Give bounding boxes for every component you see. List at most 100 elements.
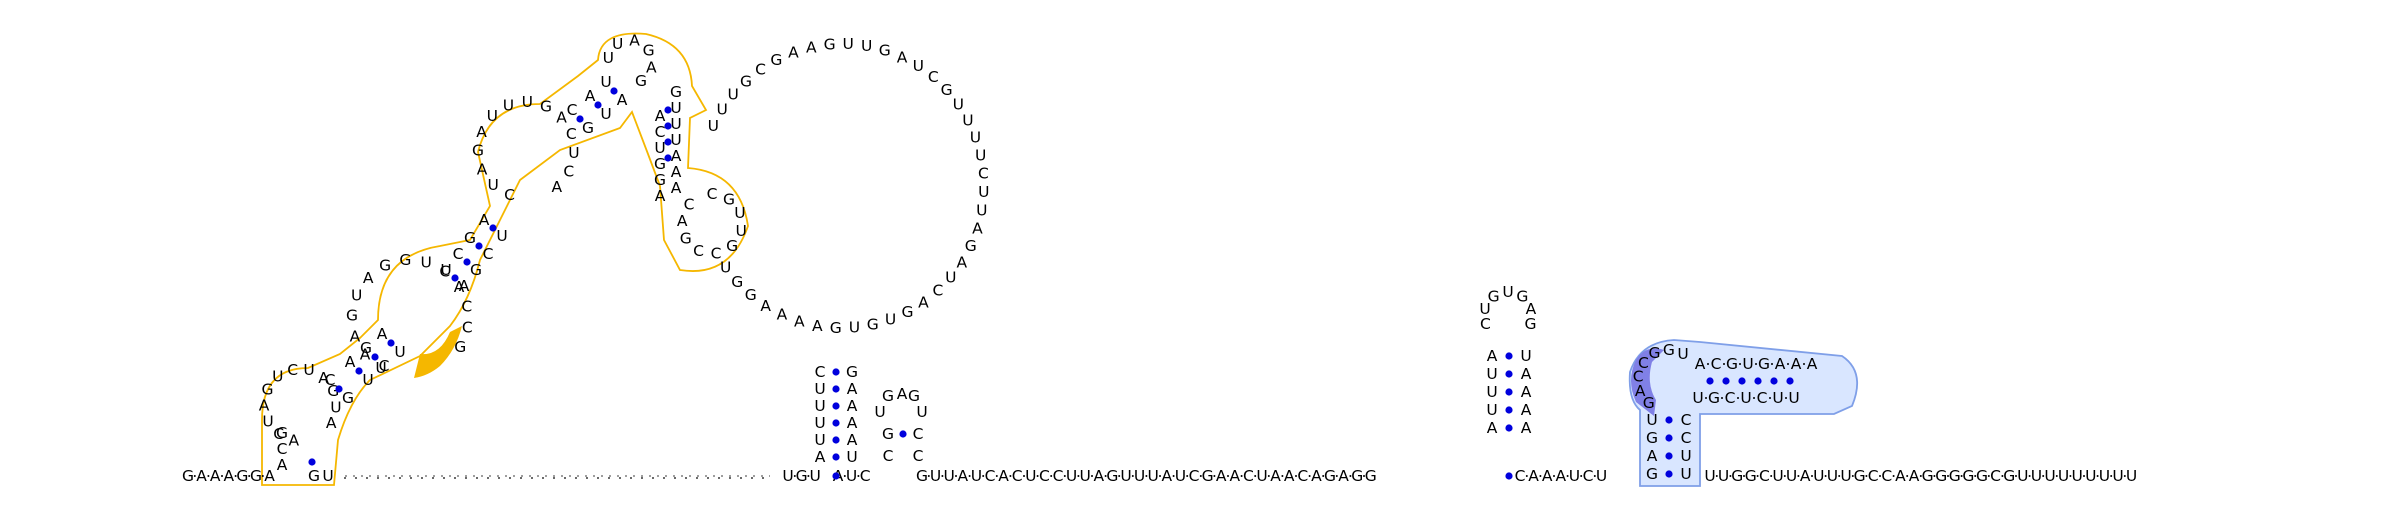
gap-dot <box>487 477 489 479</box>
gap-dot <box>520 477 522 479</box>
tail-nt: G <box>1854 467 1866 485</box>
tail-nt: U <box>1569 467 1580 485</box>
backbone-dot <box>1009 475 1012 477</box>
loop3-nt: U <box>522 93 533 111</box>
tail-nt: C <box>1053 467 1064 485</box>
backbone-dot <box>1787 363 1789 365</box>
base-pair-dot <box>1665 470 1673 478</box>
backbone-dot <box>1785 397 1787 399</box>
backbone-dot <box>1023 475 1025 477</box>
big-loop-nt: A <box>918 293 929 311</box>
backbone-dot <box>1566 475 1569 477</box>
tail-nt: A <box>1284 467 1295 485</box>
five-prime-nt: A <box>223 467 234 485</box>
big-loop-nt: U <box>720 258 731 276</box>
backbone-dot <box>2042 475 2045 477</box>
backbone-dot <box>2096 475 2099 477</box>
backbone-dot <box>1077 475 1080 477</box>
big-loop-nt: G <box>879 42 891 60</box>
big-loop-nt: U <box>953 96 964 114</box>
linker-nt: G <box>796 467 808 485</box>
five-prime-nt: A <box>210 467 221 485</box>
gap-dot <box>707 477 709 479</box>
loop5-nt: C <box>707 185 718 203</box>
stem-nt: U <box>670 99 681 117</box>
loop4-nt: G <box>635 72 647 90</box>
stem-nt: C <box>453 245 464 263</box>
backbone-dot <box>1145 475 1148 477</box>
backbone-dot <box>1240 475 1243 477</box>
backbone-dot <box>1721 397 1723 399</box>
base-pair-dot <box>387 339 395 347</box>
tail-nt: A <box>1338 467 1349 485</box>
tail-nt: G <box>1731 467 1743 485</box>
base-pair-dot <box>463 258 471 266</box>
stem-nt: A <box>585 87 596 105</box>
backbone-dot <box>1879 475 1881 477</box>
big-loop-nt: G <box>830 319 842 337</box>
backbone-dot <box>1770 475 1773 477</box>
hp-right-loop-nt: G <box>1643 394 1655 412</box>
big-loop-nt: U <box>975 146 986 164</box>
tail-nt: C <box>1297 467 1308 485</box>
hp-small-nt: C <box>883 447 894 465</box>
backbone-dot <box>807 475 810 477</box>
tail-nt: A <box>1270 467 1281 485</box>
backbone-dot <box>1755 363 1757 365</box>
backbone-dot <box>1539 475 1542 477</box>
loop1-nt: G <box>327 382 339 400</box>
gap-dot <box>366 477 368 479</box>
gap-dot <box>399 477 401 479</box>
stem-nt: G <box>654 155 666 173</box>
loop2-nt: G <box>346 307 358 325</box>
base-pair-dot <box>1665 452 1673 460</box>
big-loop-nt: A <box>897 48 908 66</box>
hp-right-stem-nt: U <box>1646 411 1657 429</box>
hp-small-nt: G <box>908 387 920 405</box>
backbone-dot <box>1254 475 1257 477</box>
hp-right-stem-nt: A <box>1647 447 1658 465</box>
tail-nt: G <box>1962 467 1974 485</box>
stem-nt: U <box>600 73 611 91</box>
stem-nt: C <box>379 357 390 375</box>
base-pair-dot <box>832 402 840 410</box>
hp-mid-right-nt: A <box>1521 419 1532 437</box>
hp-mid-left-nt: U <box>1486 383 1497 401</box>
stem-nt: C <box>567 101 578 119</box>
gap-dot <box>509 477 511 479</box>
backbone-dot <box>1322 475 1325 477</box>
backbone-dot <box>1705 397 1707 399</box>
backbone-dot <box>843 475 846 477</box>
hp-mid-left-nt: A <box>1487 419 1498 437</box>
tail-nt: A <box>1909 467 1920 485</box>
loop5-nt: C <box>711 245 722 263</box>
backbone-dot <box>1838 475 1841 477</box>
backbone-dot <box>2028 475 2031 477</box>
gap-dot <box>443 477 445 479</box>
big-loop-nt: G <box>867 316 879 334</box>
backbone-dot <box>1335 475 1338 477</box>
hp-right-stem-nt: G <box>1646 429 1658 447</box>
tail-nt: A <box>1528 467 1539 485</box>
backbone-dot <box>1281 475 1284 477</box>
stem1-left-nt: U <box>814 414 825 432</box>
linker-nt: C <box>860 467 871 485</box>
tail-nt: A <box>1542 467 1553 485</box>
hp-mid-left-nt: A <box>1487 347 1498 365</box>
hp-mid-loop-nt: G <box>1488 288 1500 306</box>
tail-nt: U <box>1786 467 1797 485</box>
stem-nt: A <box>617 91 628 109</box>
tail-nt: G <box>1935 467 1947 485</box>
gap-dot <box>674 477 676 479</box>
hp-right-stem-nt: U <box>1680 447 1691 465</box>
tail-nt: U <box>930 467 941 485</box>
tail-nt: G <box>2003 467 2015 485</box>
base-pair-dot <box>832 472 840 480</box>
base-pair-dot <box>1770 377 1778 385</box>
stem1-left-nt: A <box>815 448 826 466</box>
big-loop-nt: U <box>885 310 896 328</box>
tail-nt: C <box>1515 467 1526 485</box>
tail-nt: U <box>1175 467 1186 485</box>
stem-nt: A <box>479 211 490 229</box>
backbone-dot <box>2001 475 2004 477</box>
